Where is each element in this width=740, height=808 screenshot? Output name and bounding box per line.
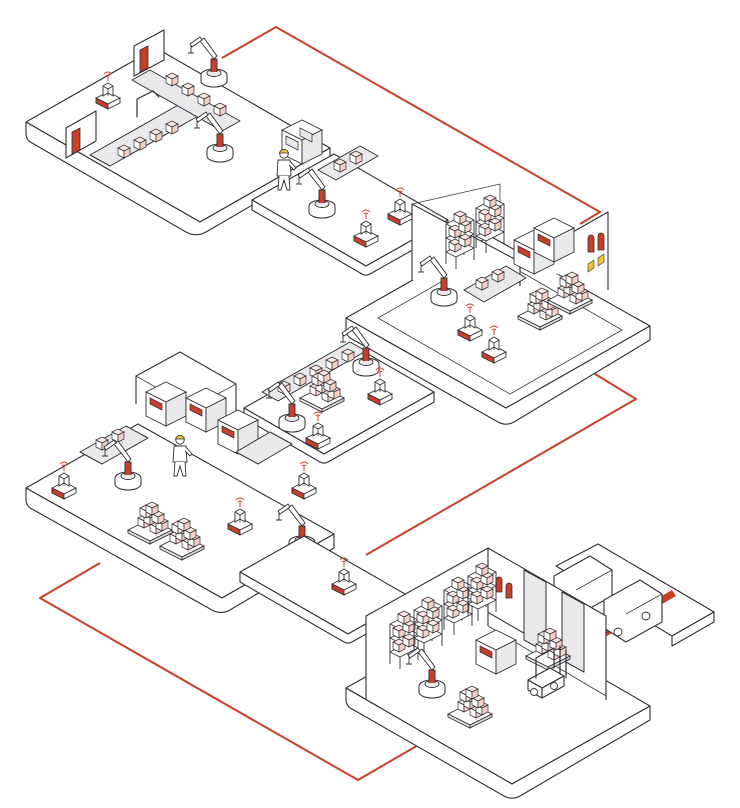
platform-sorting-line	[243, 325, 435, 464]
platform-assembly-line	[25, 29, 331, 236]
red-flow-lines	[39, 26, 637, 781]
flow-line-bottom	[39, 562, 421, 781]
flow-line-top	[221, 26, 601, 225]
platform-control-strip	[251, 119, 449, 276]
fire-extinguisher-icon	[587, 232, 605, 273]
flow-line-middle	[365, 365, 637, 556]
forklift-icon	[527, 645, 567, 699]
platform-warehouse	[345, 543, 715, 799]
platform-storage-room	[345, 183, 651, 425]
fire-extinguisher-icon	[495, 576, 513, 599]
